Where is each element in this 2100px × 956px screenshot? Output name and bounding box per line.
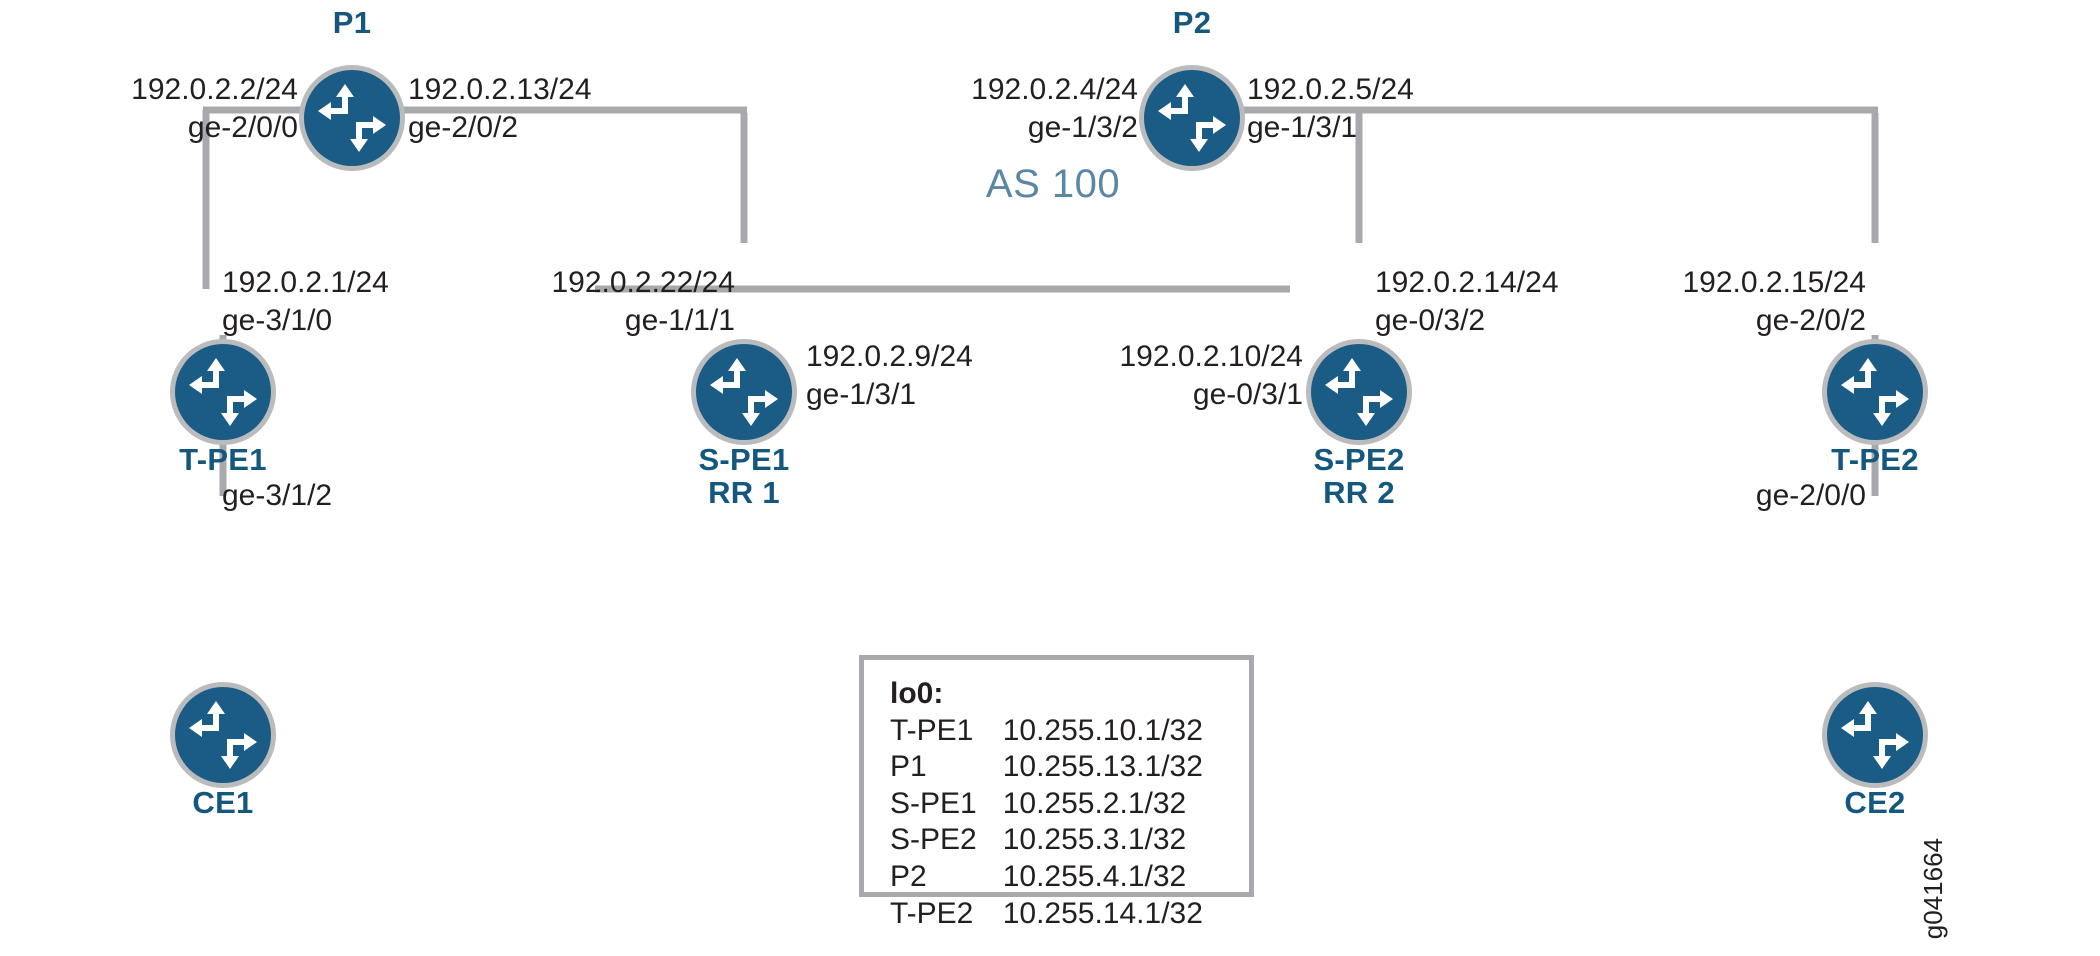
node-p1[interactable] [304,70,400,166]
iface-ip: 192.0.2.15/24 [1682,266,1866,299]
iface-p2-left: 192.0.2.4/24 ge-1/3/2 [971,71,1138,148]
node-name: P1 [332,5,372,40]
iface-port: ge-2/0/0 [187,111,298,145]
legend-table: T-PE1 10.255.10.1/32 P1 10.255.13.1/32 S… [890,713,1203,933]
legend-device: S-PE1 [890,786,977,820]
iface-ip: 192.0.2.22/24 [551,266,735,299]
router-disc [175,687,271,783]
table-row: P2 10.255.4.1/32 [890,859,1203,896]
legend-address: 10.255.13.1/32 [1002,750,1203,784]
iface-p1-right: 192.0.2.13/24 ge-2/0/2 [408,71,592,148]
iface-spe1-up: 192.0.2.22/24 ge-1/1/1 [551,264,735,341]
node-subname: RR 2 [1323,475,1395,511]
router-icon [1325,358,1393,426]
as-label: AS 100 [985,162,1121,206]
iface-port: ge-3/1/0 [222,304,333,338]
legend-device: T-PE2 [890,896,974,930]
table-row: T-PE2 10.255.14.1/32 [890,896,1203,933]
iface-p2-right: 192.0.2.5/24 ge-1/3/1 [1247,71,1414,148]
iface-spe2-up: 192.0.2.14/24 ge-0/3/2 [1375,264,1559,341]
iface-port: ge-2/0/2 [408,111,519,145]
iface-p1-left: 192.0.2.2/24 ge-2/0/0 [131,71,298,148]
table-row: P1 10.255.13.1/32 [890,749,1203,786]
iface-port: ge-0/3/2 [1375,304,1486,338]
node-ce2[interactable] [1827,687,1923,783]
node-spe1[interactable] [696,344,792,440]
table-row: S-PE1 10.255.2.1/32 [890,786,1203,823]
router-disc [1827,344,1923,440]
node-label-spe2: S-PE2 RR 2 [1313,443,1404,510]
legend-address: 10.255.14.1/32 [1002,896,1203,930]
node-name: T-PE1 [179,442,267,477]
iface-ip: 192.0.2.4/24 [971,73,1138,106]
iface-tpe2-up: 192.0.2.15/24 ge-2/0/2 [1682,264,1866,341]
table-row: T-PE1 10.255.10.1/32 [890,713,1203,750]
iface-spe2-left: 192.0.2.10/24 ge-0/3/1 [1119,338,1303,415]
iface-port: ge-1/3/1 [806,378,917,412]
figure-id-watermark: g041664 [1918,838,1948,940]
legend-device: T-PE1 [890,713,974,747]
loopback-legend-box: lo0: T-PE1 10.255.10.1/32 P1 10.255.13.1… [859,655,1254,930]
node-ce1[interactable] [175,687,271,783]
node-label-tpe1: T-PE1 [179,443,267,476]
router-disc [1311,344,1407,440]
router-icon [1841,701,1909,769]
router-disc [1144,70,1240,166]
node-name: P2 [1172,5,1212,40]
iface-port: ge-0/3/1 [1192,378,1303,412]
iface-ip: 192.0.2.1/24 [222,266,389,299]
router-icon [189,358,257,426]
iface-port: ge-1/3/1 [1247,111,1358,145]
iface-port: ge-3/1/2 [222,479,333,512]
router-disc [304,70,400,166]
legend-device: P1 [890,750,927,784]
legend-address: 10.255.10.1/32 [1002,713,1203,747]
iface-port: ge-1/1/1 [624,304,735,338]
node-name: T-PE2 [1831,442,1919,477]
iface-port: ge-1/3/2 [1027,111,1138,145]
table-row: S-PE2 10.255.3.1/32 [890,822,1203,859]
node-label-ce1: CE1 [192,786,253,819]
iface-port: ge-2/0/2 [1755,304,1866,338]
router-icon [1841,358,1909,426]
iface-ip: 192.0.2.14/24 [1375,266,1559,299]
iface-ip: 192.0.2.13/24 [408,73,592,106]
iface-tpe1-down: ge-3/1/2 [222,477,332,515]
legend-address: 10.255.3.1/32 [1002,823,1187,857]
router-icon [318,84,386,152]
iface-port: ge-2/0/0 [1755,479,1866,512]
node-label-p2: P2 [1173,6,1212,39]
node-name: S-PE1 [698,442,790,477]
node-label-spe1: S-PE1 RR 1 [698,443,789,510]
iface-spe1-right: 192.0.2.9/24 ge-1/3/1 [806,338,973,415]
iface-ip: 192.0.2.9/24 [806,340,973,373]
node-tpe1[interactable] [175,344,271,440]
router-disc [1827,687,1923,783]
iface-ip: 192.0.2.10/24 [1119,340,1303,373]
legend-device: P2 [890,859,927,893]
router-icon [1158,84,1226,152]
node-tpe2[interactable] [1827,344,1923,440]
iface-tpe1-up: 192.0.2.1/24 ge-3/1/0 [222,264,389,341]
node-label-ce2: CE2 [1844,786,1905,819]
router-icon [189,701,257,769]
legend-device: S-PE2 [890,823,977,857]
node-label-tpe2: T-PE2 [1831,443,1919,476]
iface-tpe2-down: ge-2/0/0 [1756,477,1866,515]
node-name: CE2 [1844,785,1906,820]
legend-address: 10.255.4.1/32 [1002,859,1187,893]
node-p2[interactable] [1144,70,1240,166]
node-spe2[interactable] [1311,344,1407,440]
node-label-p1: P1 [333,6,372,39]
iface-ip: 192.0.2.2/24 [131,73,298,106]
legend-title: lo0: [890,677,944,710]
node-name: S-PE2 [1313,442,1405,477]
legend-address: 10.255.2.1/32 [1002,786,1187,820]
iface-ip: 192.0.2.5/24 [1247,73,1414,106]
router-icon [710,358,778,426]
node-subname: RR 1 [708,475,780,511]
router-disc [175,344,271,440]
node-name: CE1 [192,785,254,820]
router-disc [696,344,792,440]
